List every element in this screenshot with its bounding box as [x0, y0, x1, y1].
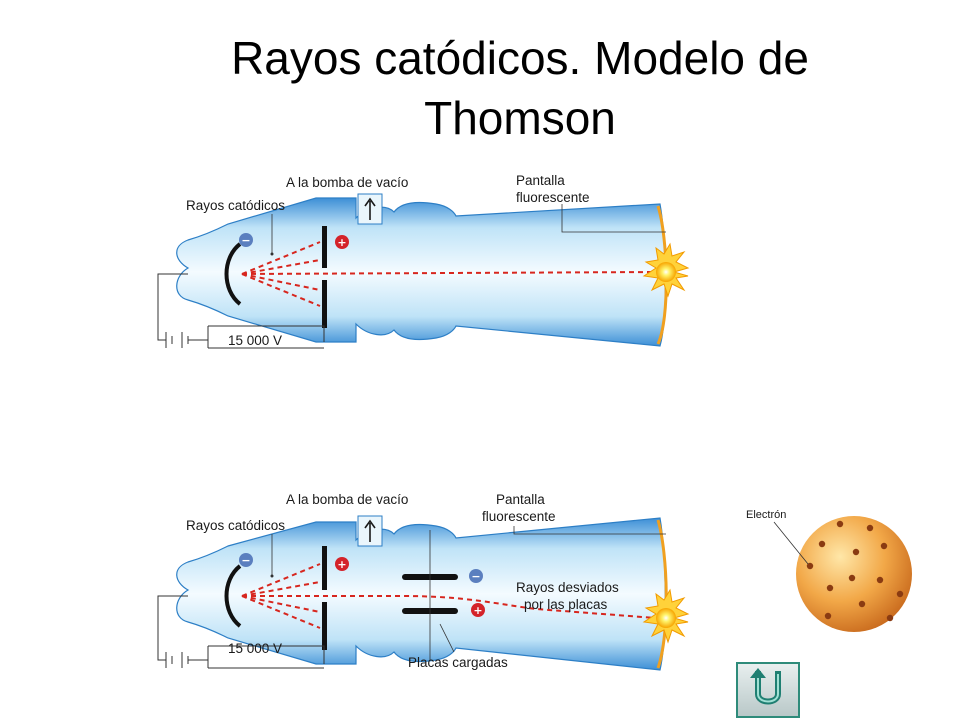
electrons [806, 520, 904, 622]
cathode-rays [241, 563, 657, 629]
impact-flash [642, 588, 690, 644]
deflection-tube-diagram: − + − + Rayos catódicos A la bomba de va… [136, 484, 712, 708]
anode-sign-icon [335, 557, 349, 571]
cathode-ray-tube-diagram: − + Rayos catódicos A la bomba de vacío … [136, 168, 712, 392]
anode-upper [322, 226, 327, 268]
electron-label: Electrón [746, 509, 786, 521]
cathode-rays-label: Rayos catódicos [186, 198, 285, 213]
slide-title: Rayos catódicos. Modelo de Thomson [231, 32, 809, 144]
plate-bottom-sign: + [473, 604, 482, 617]
deflected-rays-line1: Rayos desviados [516, 580, 619, 595]
tube-drawing: − + Rayos catódicos A la bomba de vacío … [157, 173, 690, 349]
up-arrow-icon [364, 519, 376, 542]
plate-top-sign: − [471, 570, 480, 583]
screen-label-line1: Pantalla [496, 492, 545, 507]
label-leaders [271, 204, 666, 254]
anode-sign-icon [335, 235, 349, 249]
deflection-tube-drawing: − + − + Rayos catódicos A la bomba de va… [157, 492, 690, 671]
cathode-sign: − [241, 554, 250, 567]
cathode-sign-icon [239, 233, 253, 247]
thomson-atom-model: Electrón [734, 494, 930, 642]
back-button[interactable] [736, 662, 800, 718]
anode-sign: + [337, 558, 346, 571]
plate-top-sign-icon [469, 569, 483, 583]
thomson-drawing: Electrón [746, 509, 912, 632]
anode-upper [322, 546, 327, 590]
positive-sphere [796, 516, 912, 632]
circuit-wiring [157, 273, 325, 349]
cathode-sign: − [241, 234, 250, 247]
screen-label-line2: fluorescente [516, 190, 590, 205]
anode-lower [322, 280, 327, 328]
deflected-rays-line2: por las placas [524, 597, 608, 612]
vacuum-pump-label: A la bomba de vacío [286, 175, 408, 190]
screen-label-line1: Pantalla [516, 173, 565, 188]
screen-label-line2: fluorescente [482, 509, 556, 524]
cathode-rays [241, 241, 657, 307]
voltage-label: 15 000 V [228, 333, 282, 348]
up-arrow-icon [364, 197, 376, 220]
voltage-label: 15 000 V [228, 641, 282, 656]
u-turn-back-icon [750, 668, 781, 705]
cathode-sign-icon [239, 553, 253, 567]
impact-flash [642, 242, 690, 298]
vacuum-pump-label: A la bomba de vacío [286, 492, 408, 507]
anode-lower [322, 602, 327, 650]
cathode [224, 564, 242, 628]
charged-plates-label: Placas cargadas [408, 655, 508, 670]
cathode [224, 242, 242, 306]
label-leaders [271, 526, 666, 653]
electron-leader [773, 521, 809, 565]
circuit-wiring [157, 595, 325, 669]
glass-envelope [176, 197, 666, 347]
anode-sign: + [337, 236, 346, 249]
plate-bottom-sign-icon [471, 603, 485, 617]
cathode-rays-label: Rayos catódicos [186, 518, 285, 533]
